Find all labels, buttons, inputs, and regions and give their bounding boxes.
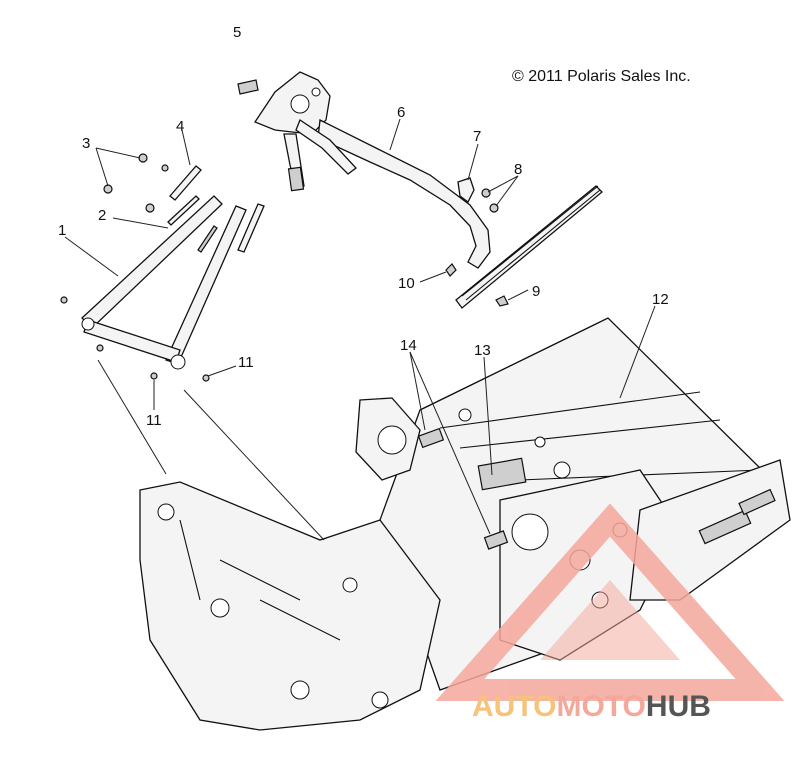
- leader-lines: [64, 118, 656, 541]
- callout-2: 2: [98, 207, 106, 224]
- watermark-logo: [435, 503, 785, 701]
- callout-12: 12: [652, 291, 669, 308]
- part-10-fastener: [445, 263, 457, 277]
- front-bulkhead: [139, 397, 509, 731]
- callout-11-bottom: 11: [146, 412, 162, 429]
- callout-labels: 1 2 3 4 5 6 7 8 9 10 11 11 12 13 14: [58, 24, 669, 429]
- part-6-steering-post: [254, 71, 491, 269]
- part-2-pin: [167, 195, 200, 226]
- watermark-hub: HUB: [646, 690, 711, 723]
- watermark-auto: AUTO: [472, 690, 556, 723]
- watermark-moto: MOTO: [556, 690, 645, 723]
- callout-8: 8: [514, 161, 522, 178]
- part-5-block: [237, 79, 259, 95]
- callout-5: 5: [233, 24, 241, 41]
- part-1-support-arms: [81, 195, 247, 370]
- copyright-notice: © 2011 Polaris Sales Inc.: [512, 68, 691, 85]
- callout-4: 4: [176, 118, 184, 135]
- callout-10: 10: [398, 275, 415, 292]
- callout-6: 6: [397, 104, 405, 121]
- callout-14: 14: [400, 337, 417, 354]
- part-4-rod: [169, 165, 265, 253]
- callout-7: 7: [473, 128, 481, 145]
- watermark-triangle-icon: [435, 503, 785, 701]
- watermark-text: AUTOMOTOHUB: [472, 690, 711, 723]
- rear-skid-rail: [629, 459, 791, 601]
- part-11-bolts: [60, 296, 210, 382]
- side-rail: [455, 185, 603, 309]
- callout-11-right: 11: [238, 354, 254, 371]
- callout-1: 1: [58, 222, 66, 239]
- part-3-bolts: [103, 153, 169, 213]
- watermark-inner-triangle-icon: [540, 580, 680, 660]
- callout-3: 3: [82, 135, 90, 152]
- callout-13: 13: [474, 342, 491, 359]
- callout-9: 9: [532, 283, 540, 300]
- part-8-nuts: [481, 188, 499, 213]
- part-9-clip: [495, 295, 509, 307]
